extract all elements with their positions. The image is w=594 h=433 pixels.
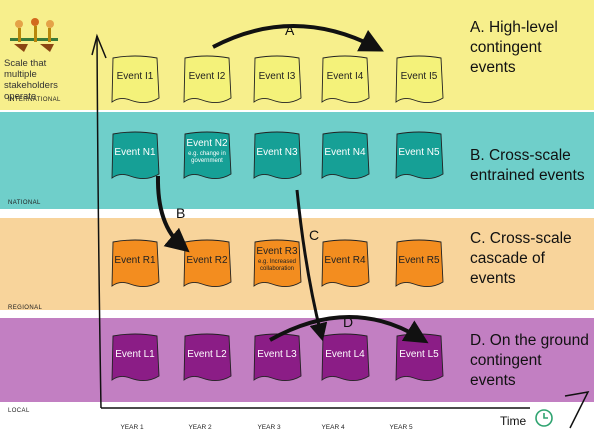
event-l5: Event L5 xyxy=(394,332,444,384)
clock-icon xyxy=(534,408,554,428)
scale-label-national: NATIONAL xyxy=(8,200,41,206)
arrow-label-b: B xyxy=(176,205,186,221)
event-n1: Event N1 xyxy=(110,130,160,182)
event-r1: Event R1 xyxy=(110,238,160,290)
time-label: Time xyxy=(500,414,527,428)
event-r4: Event R4 xyxy=(320,238,370,290)
event-r5: Event R5 xyxy=(394,238,444,290)
event-i4: Event I4 xyxy=(320,54,370,106)
event-i5: Event I5 xyxy=(394,54,444,106)
year-label-3: YEAR 3 xyxy=(257,424,281,431)
event-n5: Event N5 xyxy=(394,130,444,182)
scale-note: Scale that multiple stakeholders operate xyxy=(4,58,58,102)
event-r2: Event R2 xyxy=(182,238,232,290)
scale-label-regional: REGIONAL xyxy=(8,305,43,311)
event-n3: Event N3 xyxy=(252,130,302,182)
event-i1: Event I1 xyxy=(110,54,160,106)
year-label-2: YEAR 2 xyxy=(188,424,212,431)
event-l1: Event L1 xyxy=(110,332,160,384)
event-l2: Event L2 xyxy=(182,332,232,384)
event-l4: Event L4 xyxy=(320,332,370,384)
year-label-4: YEAR 4 xyxy=(321,424,345,431)
year-label-5: YEAR 5 xyxy=(389,424,413,431)
year-label-1: YEAR 1 xyxy=(120,424,144,431)
event-n4: Event N4 xyxy=(320,130,370,182)
scale-label-international: INTERNATIONAL xyxy=(8,97,61,103)
arrow-label-d: D xyxy=(343,314,354,330)
event-l3: Event L3 xyxy=(252,332,302,384)
event-i2: Event I2 xyxy=(182,54,232,106)
scale-label-local: LOCAL xyxy=(8,408,30,414)
event-i3: Event I3 xyxy=(252,54,302,106)
arrow-label-c: C xyxy=(309,227,320,243)
arrow-label-a: A xyxy=(285,22,295,38)
stakeholder-icon xyxy=(6,14,62,54)
